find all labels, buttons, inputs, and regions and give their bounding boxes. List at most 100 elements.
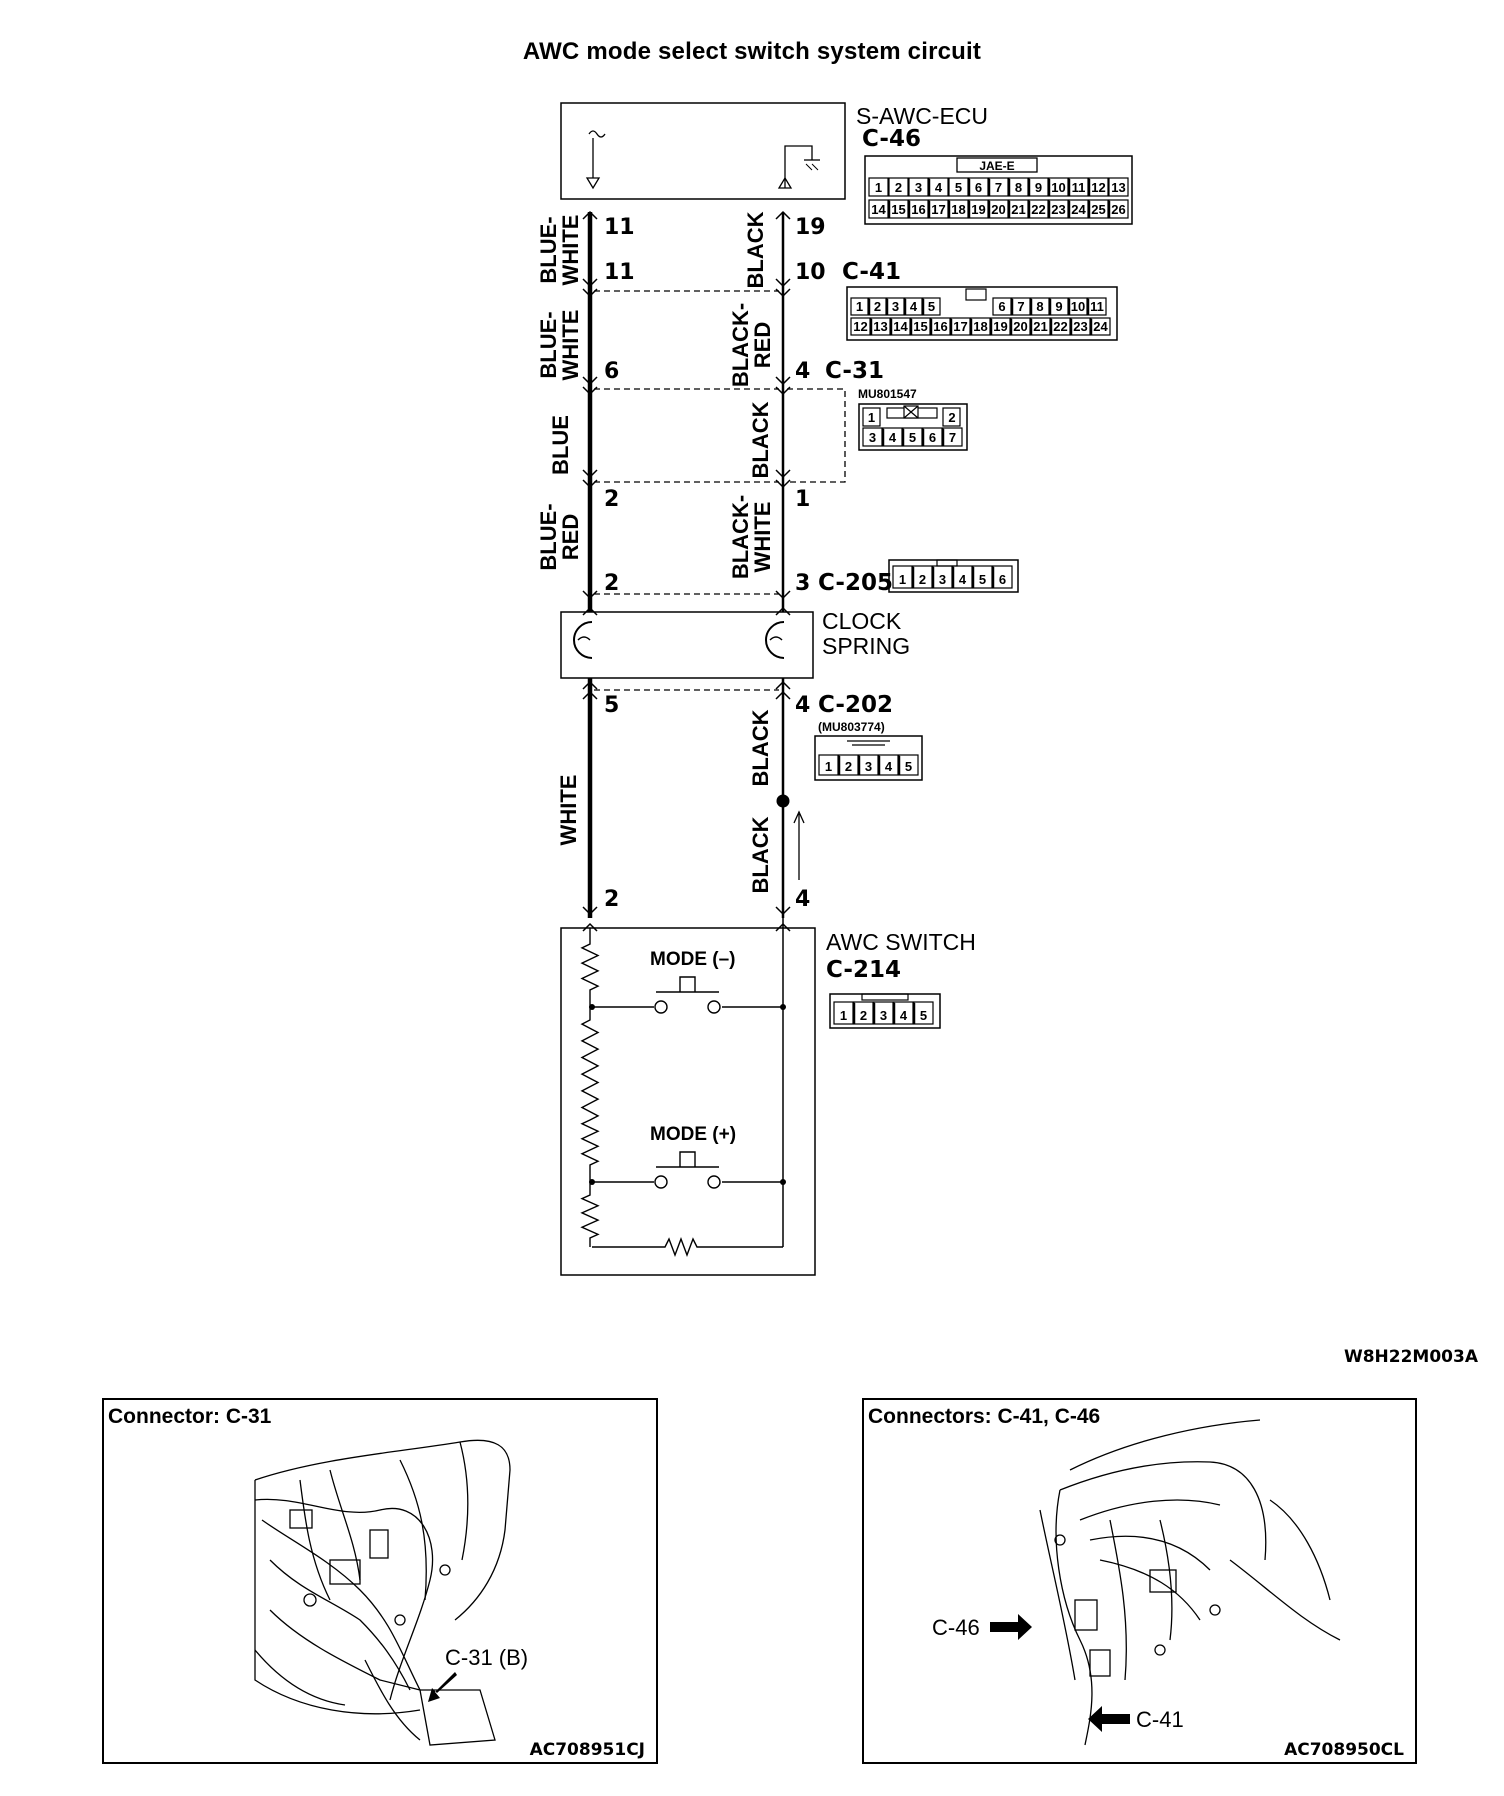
ground-icon (784, 145, 813, 188)
location-view-c41-c46-code: AC708950CL (1284, 1740, 1404, 1760)
pin-c202-left: 5 (604, 693, 619, 718)
c31-pin-cell: 3 (869, 430, 876, 445)
c46-pin-cell: 26 (1111, 202, 1125, 217)
wire-color-label-left_seg3: BLUE (548, 415, 573, 475)
clock-spring-left-icon (573, 621, 593, 659)
pin-c31-right: 4 (795, 359, 810, 384)
c46-pin-cell: 17 (931, 202, 945, 217)
c202-pin-cell: 1 (825, 759, 832, 774)
c214-pin-cell: 1 (840, 1008, 847, 1023)
c41-pin-cell: 18 (973, 319, 987, 334)
pin-ecu-left: 11 (604, 215, 635, 240)
location-view-c31-title: Connector: C-31 (108, 1405, 272, 1428)
location-view-c31-callout: C-31 (B) (445, 1645, 528, 1670)
wire-color-label-right_seg4: BLACK-WHITE (728, 495, 775, 579)
page-title: AWC mode select switch system circuit (522, 38, 982, 65)
c31-pin-cell: 1 (868, 410, 875, 425)
svg-text:BLACK: BLACK (748, 401, 773, 478)
c202-part-number: (MU803774) (818, 720, 885, 734)
c41-pin-cell: 15 (913, 319, 927, 334)
c46-pin-cell: 14 (871, 202, 886, 217)
clock-spring-right-icon (765, 621, 785, 659)
svg-text:BLACK-RED: BLACK-RED (728, 303, 775, 387)
location-view-c31: Connector: C-31 C-31 (B) AC708951CJ (102, 1398, 658, 1764)
c46-pin-cell: 22 (1031, 202, 1045, 217)
c46-pin-cell: 10 (1051, 180, 1065, 195)
connector-terminal-icon (582, 680, 598, 690)
wire-color-label-left_seg1: BLUE-WHITE (536, 215, 583, 286)
connector-terminal-icon (775, 278, 791, 288)
connector-terminal-icon (582, 376, 598, 386)
c46-pin-cell: 11 (1072, 180, 1086, 195)
svg-text:BLUE-WHITE: BLUE-WHITE (536, 215, 583, 286)
svg-text:WHITE: WHITE (556, 775, 581, 846)
connector-terminal-icon (775, 376, 791, 386)
mode-minus-button-icon (656, 976, 719, 993)
c41-pin-cell: 19 (993, 319, 1007, 334)
c46-pin-cell: 23 (1051, 202, 1065, 217)
c46-pin-cell: 25 (1091, 202, 1105, 217)
location-view-callout-c46: C-46 (932, 1615, 980, 1640)
c46-key-label: JAE-E (979, 159, 1014, 173)
c205-connector-id: C-205 (818, 570, 893, 596)
pin-c205-right: 3 (795, 571, 810, 596)
mode-plus-button-icon (656, 1151, 719, 1168)
pin-switch-right: 4 (795, 887, 810, 912)
c46-pin-cell: 4 (935, 180, 943, 195)
pin-c31b-left: 2 (604, 487, 619, 512)
c41-pin-cell: 3 (892, 299, 899, 314)
c46-pin-cell: 9 (1035, 180, 1042, 195)
connector-terminal-icon (775, 210, 791, 220)
clock-spring-label-2: SPRING (822, 633, 910, 659)
c202-pin-cell: 4 (885, 759, 893, 774)
ecu-connector-id: C-46 (862, 126, 921, 152)
callout-arrow-icon (428, 1672, 457, 1702)
diagram-code: W8H22M003A (1344, 1347, 1479, 1367)
wire-color-label-left_seg4: BLUE-RED (536, 503, 583, 570)
mode-minus-label: MODE (–) (650, 949, 736, 970)
c41-pin-cell: 23 (1073, 319, 1087, 334)
c202-pin-cell: 3 (865, 759, 872, 774)
dashboard-harness-illustration-1 (254, 1439, 511, 1746)
c41-pin-cell: 24 (1093, 319, 1108, 334)
pin-c31b-right: 1 (795, 487, 810, 512)
c214-pin-cell: 4 (900, 1008, 908, 1023)
c41-pin-cell: 10 (1071, 299, 1085, 314)
c41-pin-cell: 20 (1013, 319, 1027, 334)
c46-pin-cell: 7 (995, 180, 1002, 195)
c31-pin-cell: 2 (948, 410, 955, 425)
c202-connector-id: C-202 (818, 692, 893, 718)
pin-c205-left: 2 (604, 571, 619, 596)
location-view-c41-c46: Connectors: C-41, C-46 C-46 C-41 AC70895… (862, 1398, 1417, 1764)
wire-color-label-right_seg3: BLACK (748, 401, 773, 478)
c202-pin-cell: 5 (905, 759, 912, 774)
c205-pin-cell: 2 (919, 572, 926, 587)
c205-pin-cell: 6 (999, 572, 1006, 587)
c46-pin-cell: 19 (971, 202, 985, 217)
c31-pin-cell: 4 (889, 430, 897, 445)
c46-pin-cell: 6 (975, 180, 982, 195)
c46-pin-cell: 20 (991, 202, 1005, 217)
c46-pin-cell: 18 (951, 202, 965, 217)
c41-pin-cell: 17 (953, 319, 967, 334)
svg-text:BLACK-WHITE: BLACK-WHITE (728, 495, 775, 579)
wire-color-label-left_seg5: WHITE (556, 775, 581, 846)
connector-terminal-icon (775, 469, 791, 479)
c41-pin-cell: 14 (893, 319, 908, 334)
splice-point (776, 794, 790, 808)
wire-color-label-right_seg6: BLACK (748, 816, 773, 893)
clock-spring-box (560, 611, 814, 679)
c46-pin-cell: 21 (1011, 202, 1025, 217)
svg-text:BLUE: BLUE (548, 415, 573, 475)
clock-spring-label-1: CLOCK (822, 608, 902, 634)
pin-switch-left: 2 (604, 887, 619, 912)
c41-pin-cell: 1 (856, 299, 863, 314)
c46-pin-cell: 1 (875, 180, 882, 195)
c205-pin-cell: 5 (979, 572, 986, 587)
c31-part-number: MU801547 (858, 387, 917, 401)
c41-connector-id: C-41 (842, 259, 901, 285)
c41-pin-cell: 4 (910, 299, 918, 314)
